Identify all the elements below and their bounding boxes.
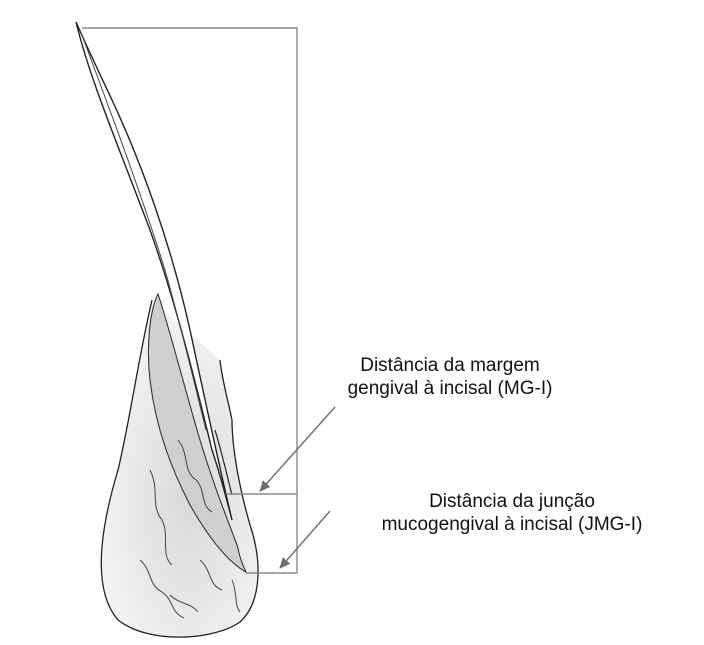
label-mg-line1: Distância da margem: [300, 354, 600, 377]
label-mg-line2: gengival à incisal (MG-I): [300, 377, 600, 400]
label-jmg-line1: Distância da junção: [322, 490, 702, 513]
label-jmg-i: Distância da junção mucogengival à incis…: [322, 490, 702, 536]
label-jmg-line2: mucogengival à incisal (JMG-I): [322, 513, 702, 536]
label-mg-i: Distância da margem gengival à incisal (…: [300, 354, 600, 400]
